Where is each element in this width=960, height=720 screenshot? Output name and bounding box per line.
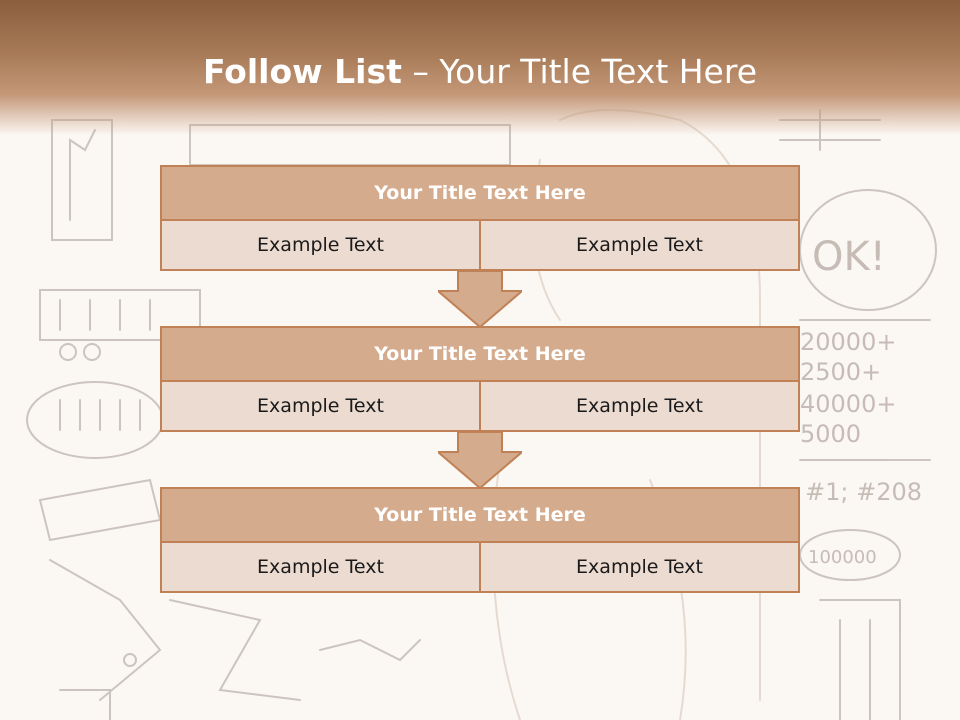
sketch-oval-number: 100000: [808, 547, 877, 568]
list-block-2: Your Title Text Here Example Text Exampl…: [160, 326, 800, 432]
block-cell-right: Example Text: [481, 221, 800, 271]
sketch-number: 20000+: [800, 328, 896, 356]
slide-header-band: [0, 0, 960, 135]
sketch-number: 40000+: [800, 390, 896, 418]
block-cell-left: Example Text: [160, 543, 481, 593]
sketch-tag: #1; #208: [805, 478, 922, 506]
sketch-number: 2500+: [800, 358, 881, 386]
slide-title-rest: – Your Title Text Here: [412, 52, 758, 91]
down-arrow-icon: [438, 271, 522, 327]
block-row: Example Text Example Text: [160, 221, 800, 271]
list-block-3: Your Title Text Here Example Text Exampl…: [160, 487, 800, 593]
block-title: Your Title Text Here: [160, 165, 800, 221]
slide-title: Follow List – Your Title Text Here: [0, 52, 960, 91]
sketch-number: 5000: [800, 420, 861, 448]
block-cell-right: Example Text: [481, 382, 800, 432]
down-arrow-icon: [438, 432, 522, 488]
block-row: Example Text Example Text: [160, 543, 800, 593]
block-cell-left: Example Text: [160, 382, 481, 432]
block-title: Your Title Text Here: [160, 326, 800, 382]
slide-title-bold: Follow List: [202, 52, 402, 91]
block-cell-left: Example Text: [160, 221, 481, 271]
sketch-ok-text: OK!: [812, 234, 886, 280]
block-row: Example Text Example Text: [160, 382, 800, 432]
block-cell-right: Example Text: [481, 543, 800, 593]
block-title: Your Title Text Here: [160, 487, 800, 543]
list-block-1: Your Title Text Here Example Text Exampl…: [160, 165, 800, 271]
